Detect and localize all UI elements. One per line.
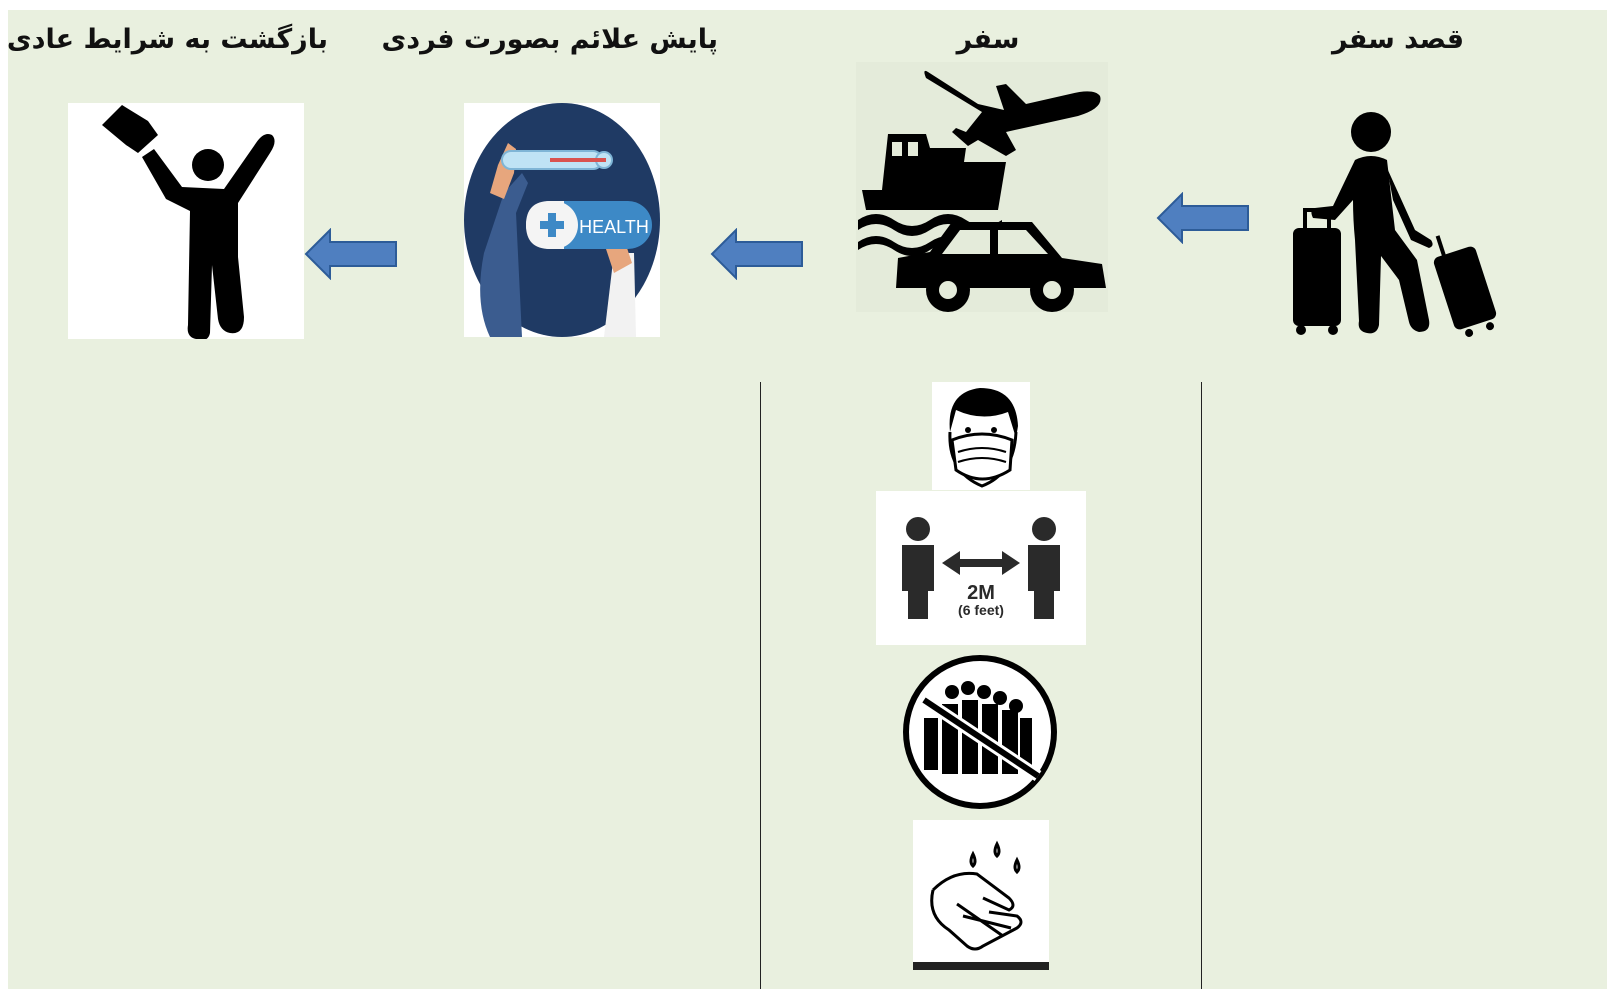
thermometer-health-icon: HEALTH xyxy=(464,103,660,337)
column-divider-left xyxy=(760,382,761,989)
hand-washing-icon xyxy=(913,820,1049,970)
column-divider-right xyxy=(1201,382,1202,989)
traveler-with-luggage-icon xyxy=(1283,110,1503,340)
stage-title-travel: سفر xyxy=(956,24,1020,55)
health-label: HEALTH xyxy=(579,217,649,237)
social-distance-icon: 2M (6 feet) xyxy=(876,491,1086,645)
stage-title-monitor: پایش علائم بصورت فردی xyxy=(381,24,718,55)
flow-arrow-3 xyxy=(304,228,400,280)
stage-title-intent: قصد سفر xyxy=(1331,24,1465,55)
flow-arrow-2 xyxy=(710,228,806,280)
stage-title-return: بازگشت به شرایط عادی xyxy=(8,24,328,55)
no-crowd-icon xyxy=(902,652,1060,812)
cheering-person-icon xyxy=(68,103,304,339)
plane-boat-car-icon xyxy=(856,62,1108,312)
distance-feet-label: (6 feet) xyxy=(958,602,1004,618)
flow-arrow-1 xyxy=(1156,192,1252,244)
face-mask-icon xyxy=(932,382,1030,490)
distance-meters-label: 2M xyxy=(967,582,995,604)
flow-diagram: قصد سفر سفر پایش علائم بصورت فردی بازگشت… xyxy=(8,10,1607,989)
